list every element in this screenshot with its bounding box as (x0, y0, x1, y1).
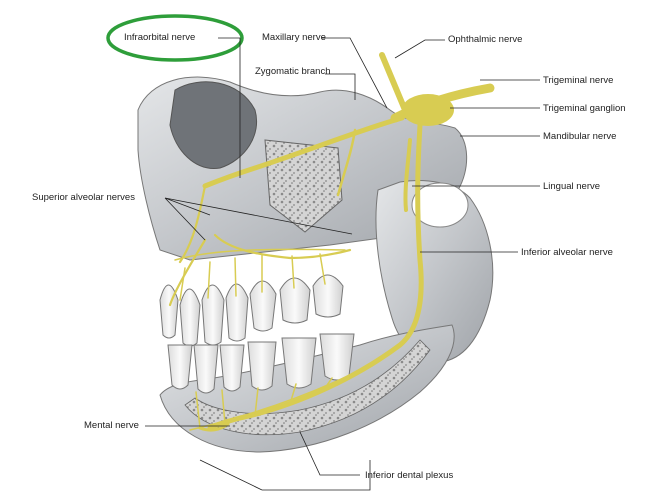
orbit-cavity (169, 81, 257, 169)
lower-dental-plexus (189, 369, 361, 431)
label-ophthalmic-nerve: Ophthalmic nerve (448, 34, 523, 45)
lower-teeth (167, 333, 355, 394)
upper-dental-plexus (174, 248, 346, 301)
lingual-branch (403, 138, 412, 212)
label-trigeminal-nerve: Trigeminal nerve (543, 75, 614, 86)
leader-lines (145, 37, 540, 491)
infraorbital-highlight (106, 14, 244, 62)
maxillary-branch (202, 115, 405, 189)
label-zygomatic-branch: Zygomatic branch (255, 66, 331, 77)
label-mental-nerve: Mental nerve (84, 420, 139, 431)
label-inferior-dental-plexus: Inferior dental plexus (365, 470, 454, 481)
ophthalmic-branch (379, 52, 408, 113)
mandibular-branch (207, 122, 424, 431)
mandibular-notch (411, 182, 469, 228)
zygomatic-branch-path (336, 128, 357, 197)
label-maxillary-nerve: Maxillary nerve (262, 32, 326, 43)
label-superior-alveolar-nerves: Superior alveolar nerves (32, 192, 135, 203)
label-lingual-nerve: Lingual nerve (543, 181, 601, 192)
trigeminal-ganglion-shape (402, 94, 454, 126)
label-mandibular-nerve: Mandibular nerve (543, 131, 617, 142)
label-inferior-alveolar-nerve: Inferior alveolar nerve (521, 247, 613, 258)
label-infraorbital-nerve: Infraorbital nerve (124, 32, 196, 43)
mandible-ramus (375, 180, 494, 363)
label-trigeminal-ganglion: Trigeminal ganglion (543, 103, 626, 114)
nerves (168, 52, 495, 432)
upper-teeth (159, 274, 344, 347)
maxillary-sinus (264, 139, 343, 233)
mental-branch (198, 422, 230, 432)
